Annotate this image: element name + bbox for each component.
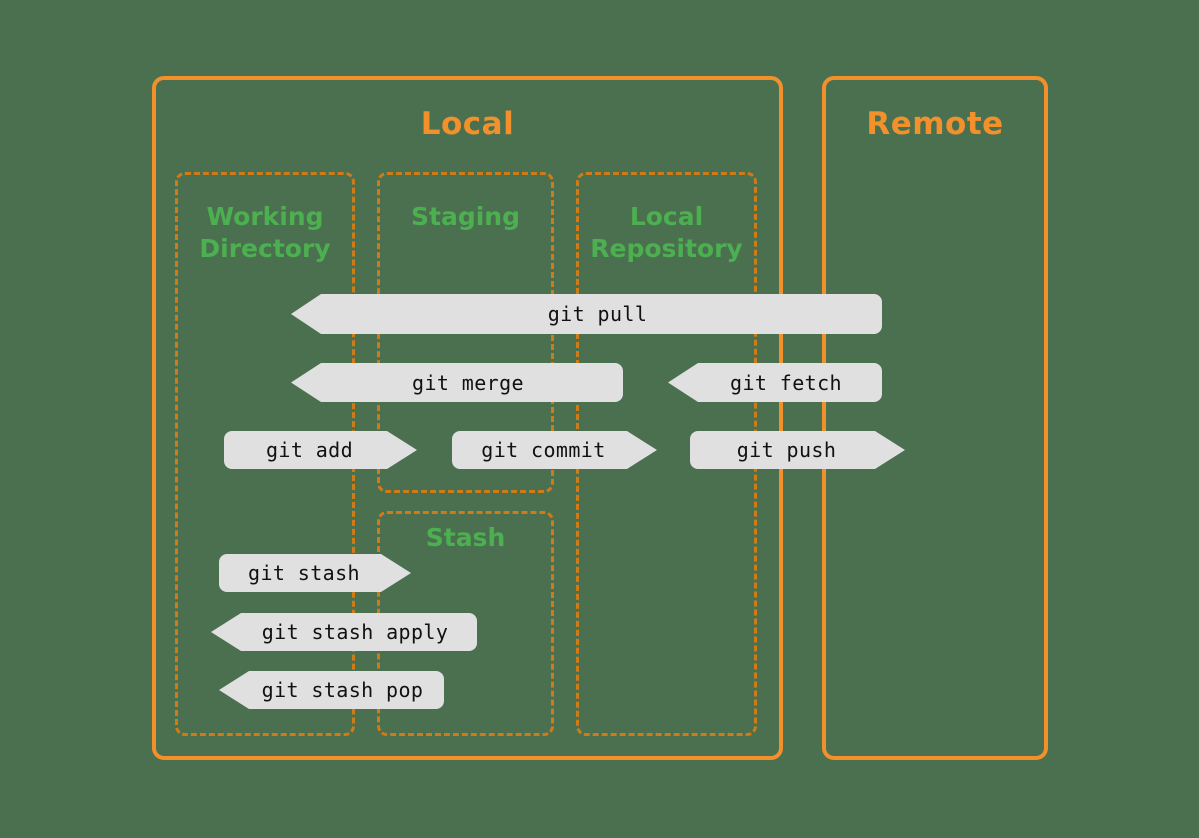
- zone-title-remote: Remote: [866, 106, 1004, 142]
- arrow-git-add: git add: [224, 431, 417, 469]
- arrow-git-merge: git merge: [291, 363, 623, 402]
- subzone-title-local-repository: Local Repository: [590, 202, 743, 263]
- arrow-label-git-merge: git merge: [412, 370, 524, 395]
- arrow-git-stash: git stash: [219, 554, 411, 592]
- arrow-git-stash-pop: git stash pop: [219, 671, 444, 709]
- subzone-title-working-directory: Working Directory: [199, 202, 331, 263]
- arrow-git-stash-apply: git stash apply: [211, 613, 477, 651]
- arrow-git-push: git push: [690, 431, 905, 469]
- arrow-label-git-stash-apply: git stash apply: [261, 620, 449, 644]
- arrow-label-git-fetch: git fetch: [730, 370, 842, 395]
- arrow-label-git-stash-pop: git stash pop: [261, 678, 424, 702]
- zone-title-local: Local: [420, 106, 515, 142]
- zone-remote: Remote: [822, 76, 1048, 760]
- zone-local: Local: [152, 76, 783, 760]
- arrow-label-git-commit: git commit: [481, 438, 606, 462]
- arrow-label-git-add: git add: [265, 438, 354, 462]
- arrow-git-pull: git pull: [291, 294, 882, 334]
- subzone-title-stash: Stash: [425, 523, 506, 552]
- arrow-label-git-pull: git pull: [547, 302, 648, 326]
- arrow-git-commit: git commit: [452, 431, 657, 469]
- arrow-label-git-stash: git stash: [248, 561, 360, 585]
- arrow-git-fetch: git fetch: [668, 363, 882, 402]
- subzone-title-staging: Staging: [411, 202, 520, 231]
- arrow-label-git-push: git push: [736, 438, 837, 462]
